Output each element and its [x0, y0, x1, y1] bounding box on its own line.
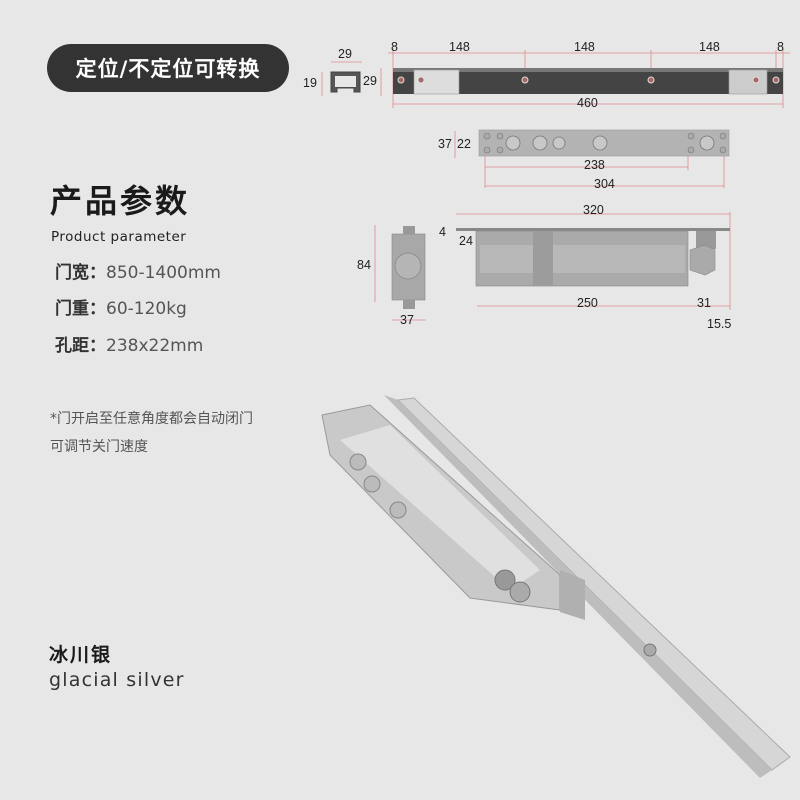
dim-side-arm: 31 — [697, 296, 711, 310]
dim-track-length: 460 — [577, 96, 598, 110]
dim-end-height: 84 — [357, 258, 371, 272]
dim-end-width: 37 — [400, 313, 414, 327]
dim-track-edge-right: 8 — [777, 40, 784, 54]
dim-plate-hole-spacing: 238 — [584, 158, 605, 172]
param-label: 门宽： — [55, 263, 106, 283]
params-subtitle: Product parameter — [51, 229, 187, 245]
note-line-1: *门开启至任意角度都会自动闭门 — [50, 411, 253, 427]
param-door-weight: 门重：60-120kg — [55, 294, 187, 319]
param-hole-spacing: 孔距：238x22mm — [55, 331, 203, 356]
dim-track-edge-left: 8 — [391, 40, 398, 54]
dim-profile-inner-height: 19 — [303, 76, 317, 90]
finish-name-cn: 冰川银 — [49, 644, 113, 666]
dim-track-spacing-1: 148 — [449, 40, 470, 54]
param-value: 238x22mm — [106, 336, 204, 356]
dim-profile-outer-height: 29 — [363, 74, 377, 88]
dim-track-spacing-3: 148 — [699, 40, 720, 54]
dim-side-top-thickness: 4 — [439, 225, 446, 239]
params-title: 产品参数 — [50, 182, 191, 220]
dim-side-offset: 15.5 — [707, 317, 732, 331]
dim-side-total: 320 — [583, 203, 604, 217]
param-door-width: 门宽：850-1400mm — [55, 258, 221, 283]
dim-side-top-depth: 24 — [459, 234, 473, 248]
dim-profile-width: 29 — [338, 47, 352, 61]
dim-plate-height: 37 — [438, 137, 452, 151]
finish-name-en: glacial silver — [49, 669, 185, 691]
note-line-2: 可调节关门速度 — [50, 439, 148, 455]
dim-plate-length: 304 — [594, 177, 615, 191]
param-value: 850-1400mm — [106, 263, 221, 283]
dim-plate-hole-height: 22 — [457, 137, 471, 151]
param-label: 门重： — [55, 299, 106, 319]
param-value: 60-120kg — [106, 299, 187, 319]
dim-side-body: 250 — [577, 296, 598, 310]
param-label: 孔距： — [55, 336, 106, 356]
feature-badge: 定位/不定位可转换 — [47, 44, 289, 92]
product-render — [321, 395, 791, 778]
dim-track-spacing-2: 148 — [574, 40, 595, 54]
